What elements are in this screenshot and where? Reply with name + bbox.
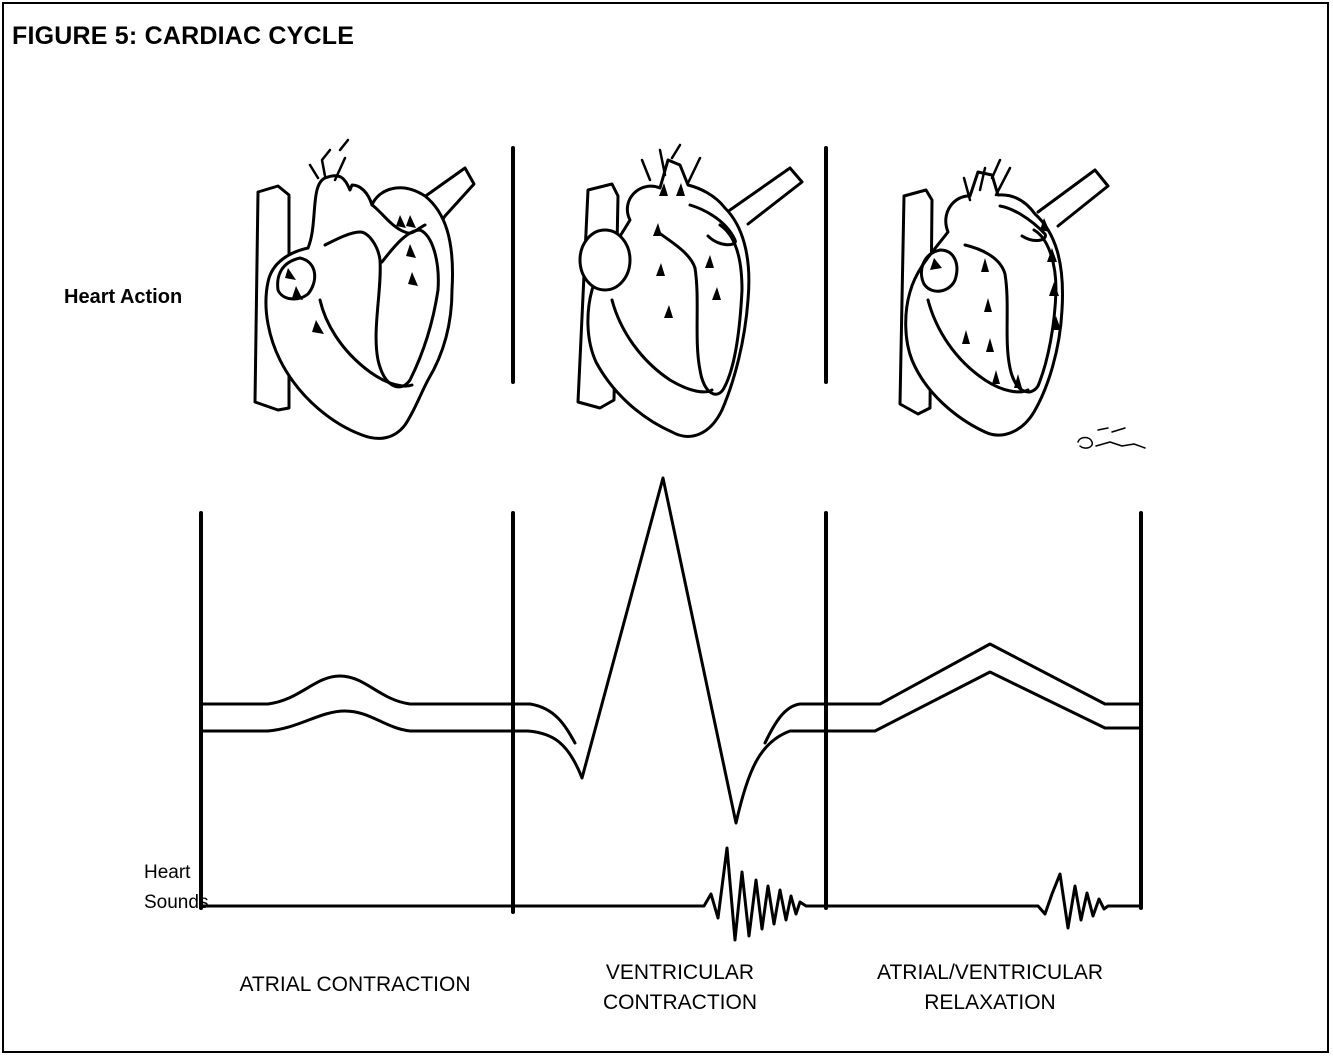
heart-sounds-trace [201, 848, 1141, 940]
heart-relaxation-icon [900, 160, 1108, 435]
artist-signature-mark [1078, 428, 1145, 448]
heart-atrial-contraction-icon [255, 140, 474, 438]
heart-ventricular-contraction-icon [578, 145, 802, 436]
ecg-trace-upper [201, 644, 1141, 743]
